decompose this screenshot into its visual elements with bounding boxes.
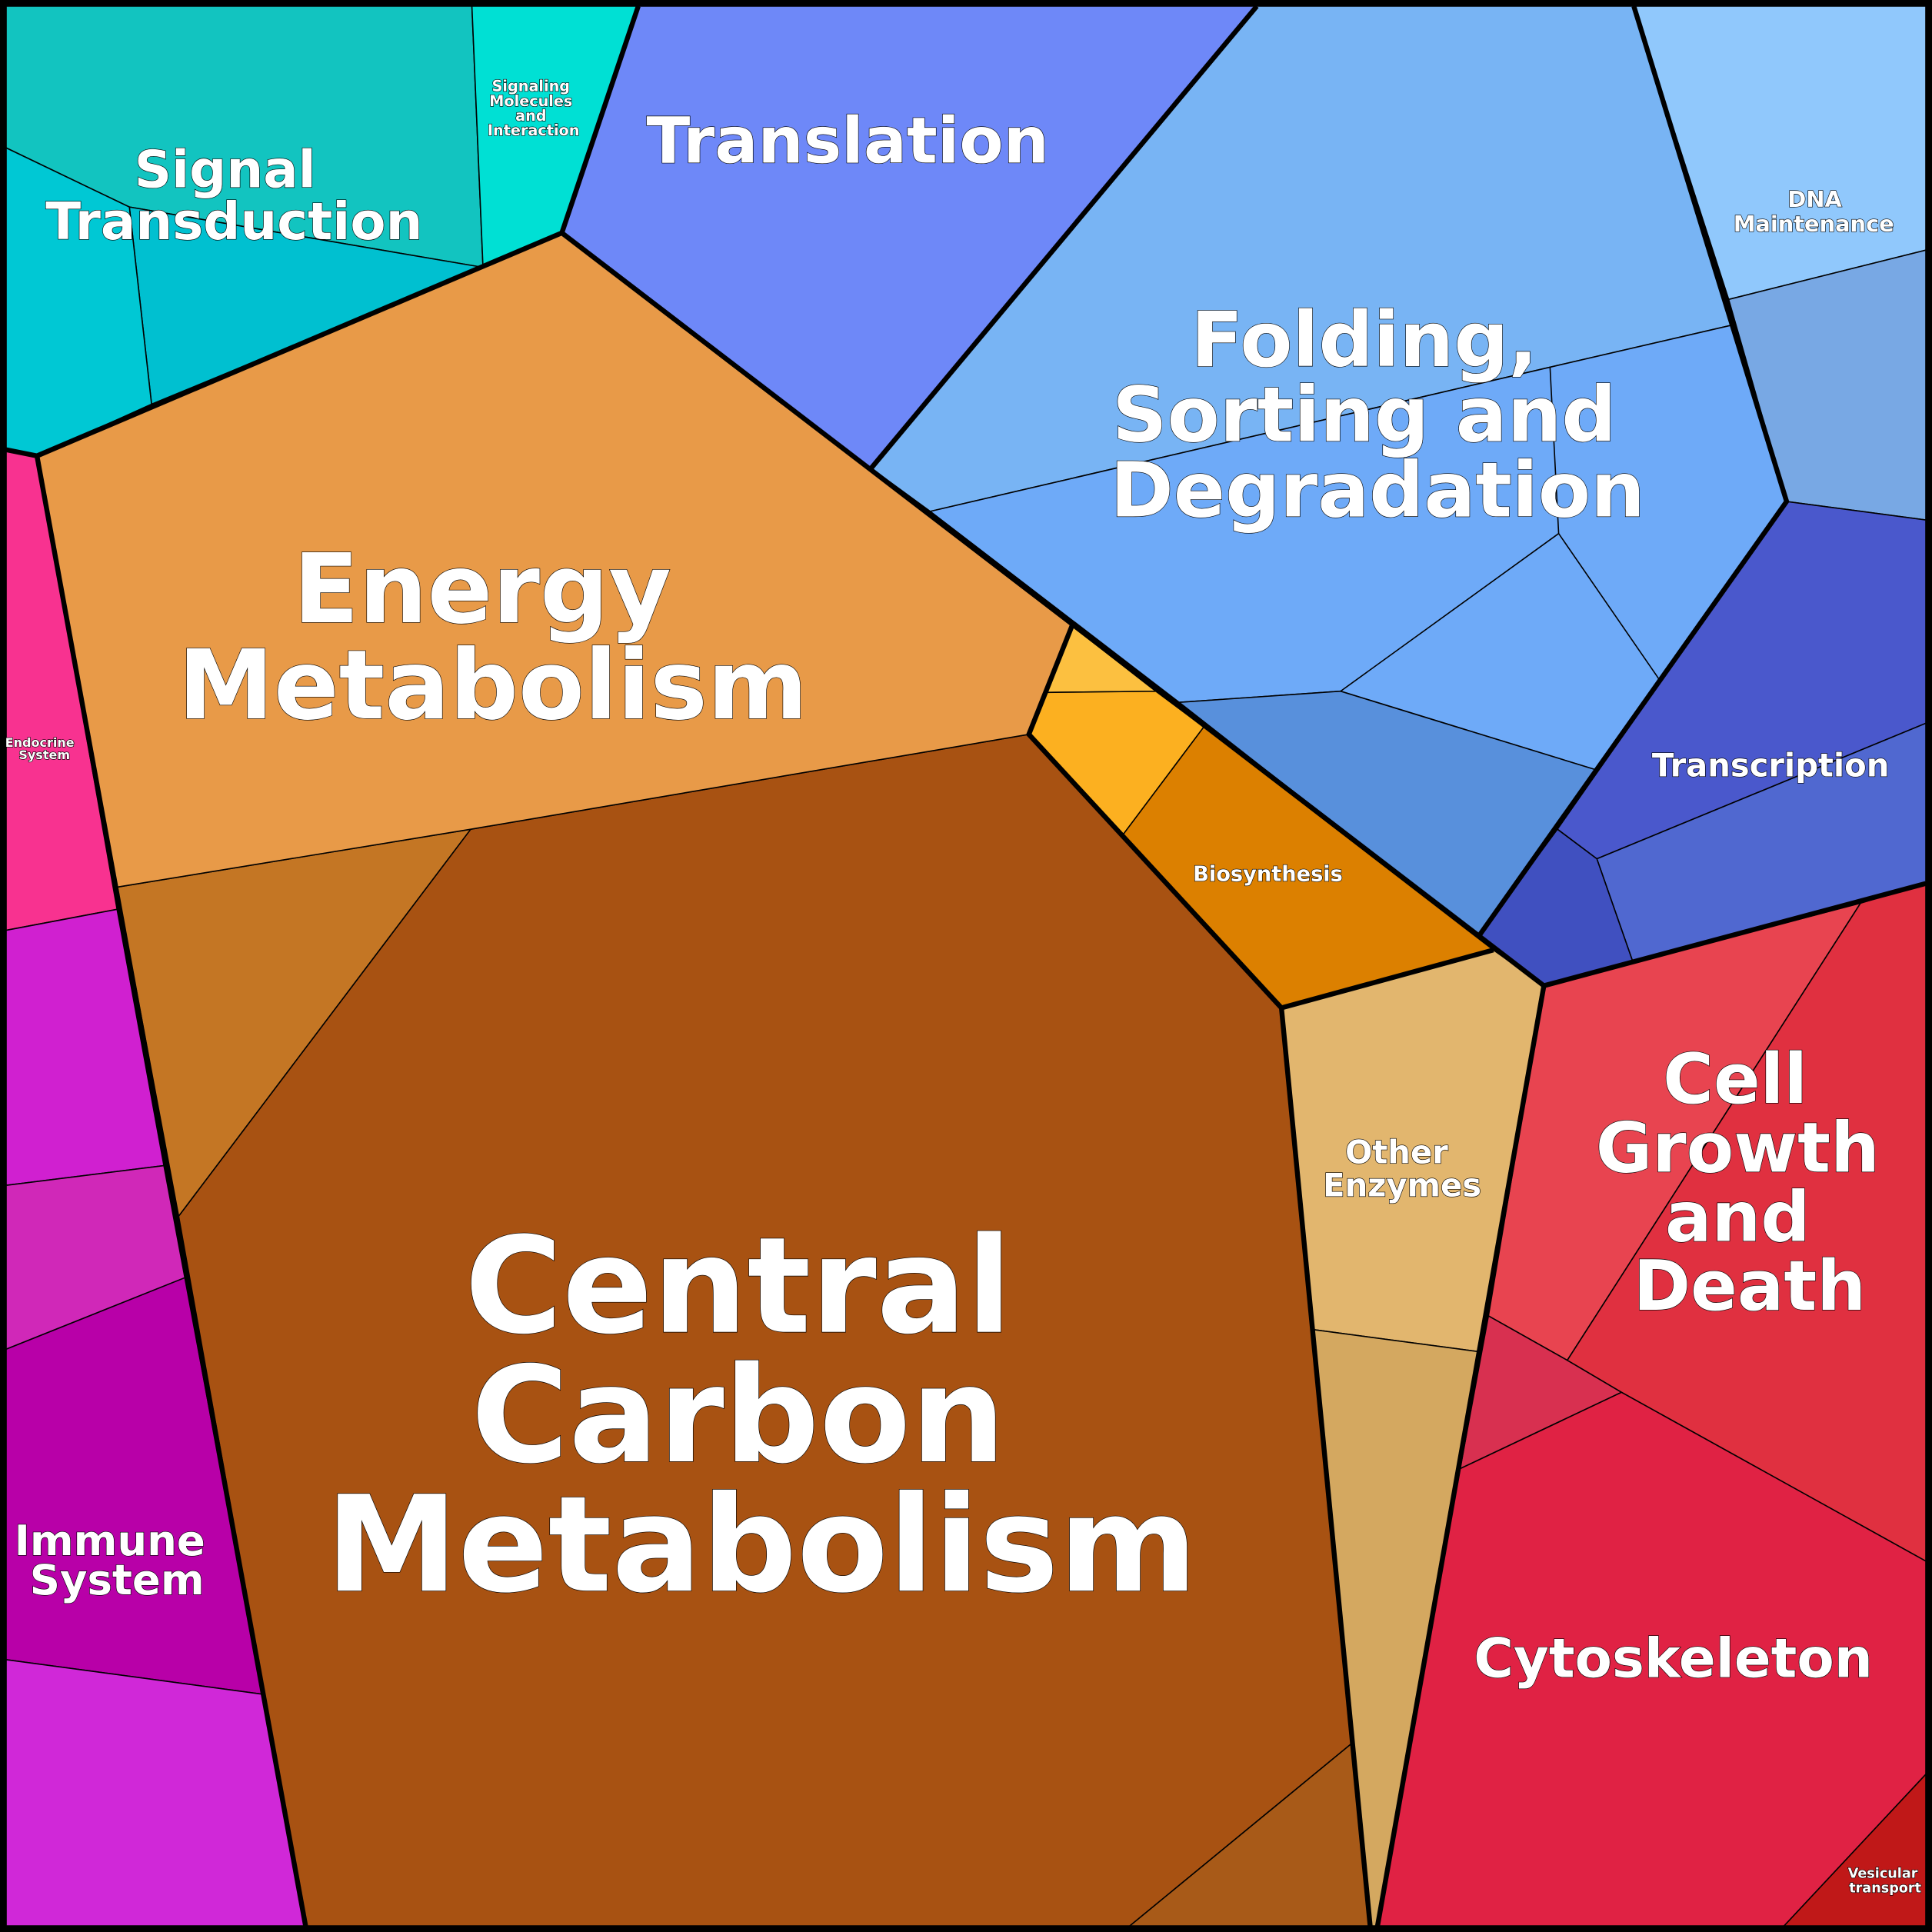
label-signaling-molecules: Signaling Molecules and Interaction bbox=[488, 78, 580, 140]
cell-magenta-c[interactable] bbox=[5, 1659, 307, 1927]
label-dna-maintenance: DNA Maintenance bbox=[1734, 186, 1894, 237]
label-translation: Translation bbox=[646, 103, 1048, 178]
label-cell-growth: Cell Growth and Death bbox=[1596, 1040, 1904, 1327]
label-energy-metabolism: Energy Metabolism bbox=[178, 534, 808, 741]
label-folding: Folding, Sorting and Degradation bbox=[1110, 296, 1644, 535]
label-central-carbon: Central Carbon Metabolism bbox=[325, 1208, 1198, 1622]
label-immune-system: Immune System bbox=[15, 1516, 220, 1604]
label-endocrine-system: Endocrine System bbox=[5, 735, 79, 762]
label-other-enzymes: Other Enzymes bbox=[1323, 1133, 1481, 1204]
label-cytoskeleton: Cytoskeleton bbox=[1474, 1627, 1873, 1690]
cells bbox=[5, 5, 1927, 1927]
folding-divider bbox=[1557, 533, 1661, 681]
label-transcription: Transcription bbox=[1652, 746, 1890, 784]
label-vesicular-transport: Vesicular transport bbox=[1848, 1867, 1923, 1897]
labels: Signal Transduction Signaling Molecules … bbox=[5, 77, 1923, 1897]
label-biosynthesis: Biosynthesis bbox=[1193, 862, 1343, 886]
label-signal-transduction: Signal Transduction bbox=[45, 140, 422, 251]
